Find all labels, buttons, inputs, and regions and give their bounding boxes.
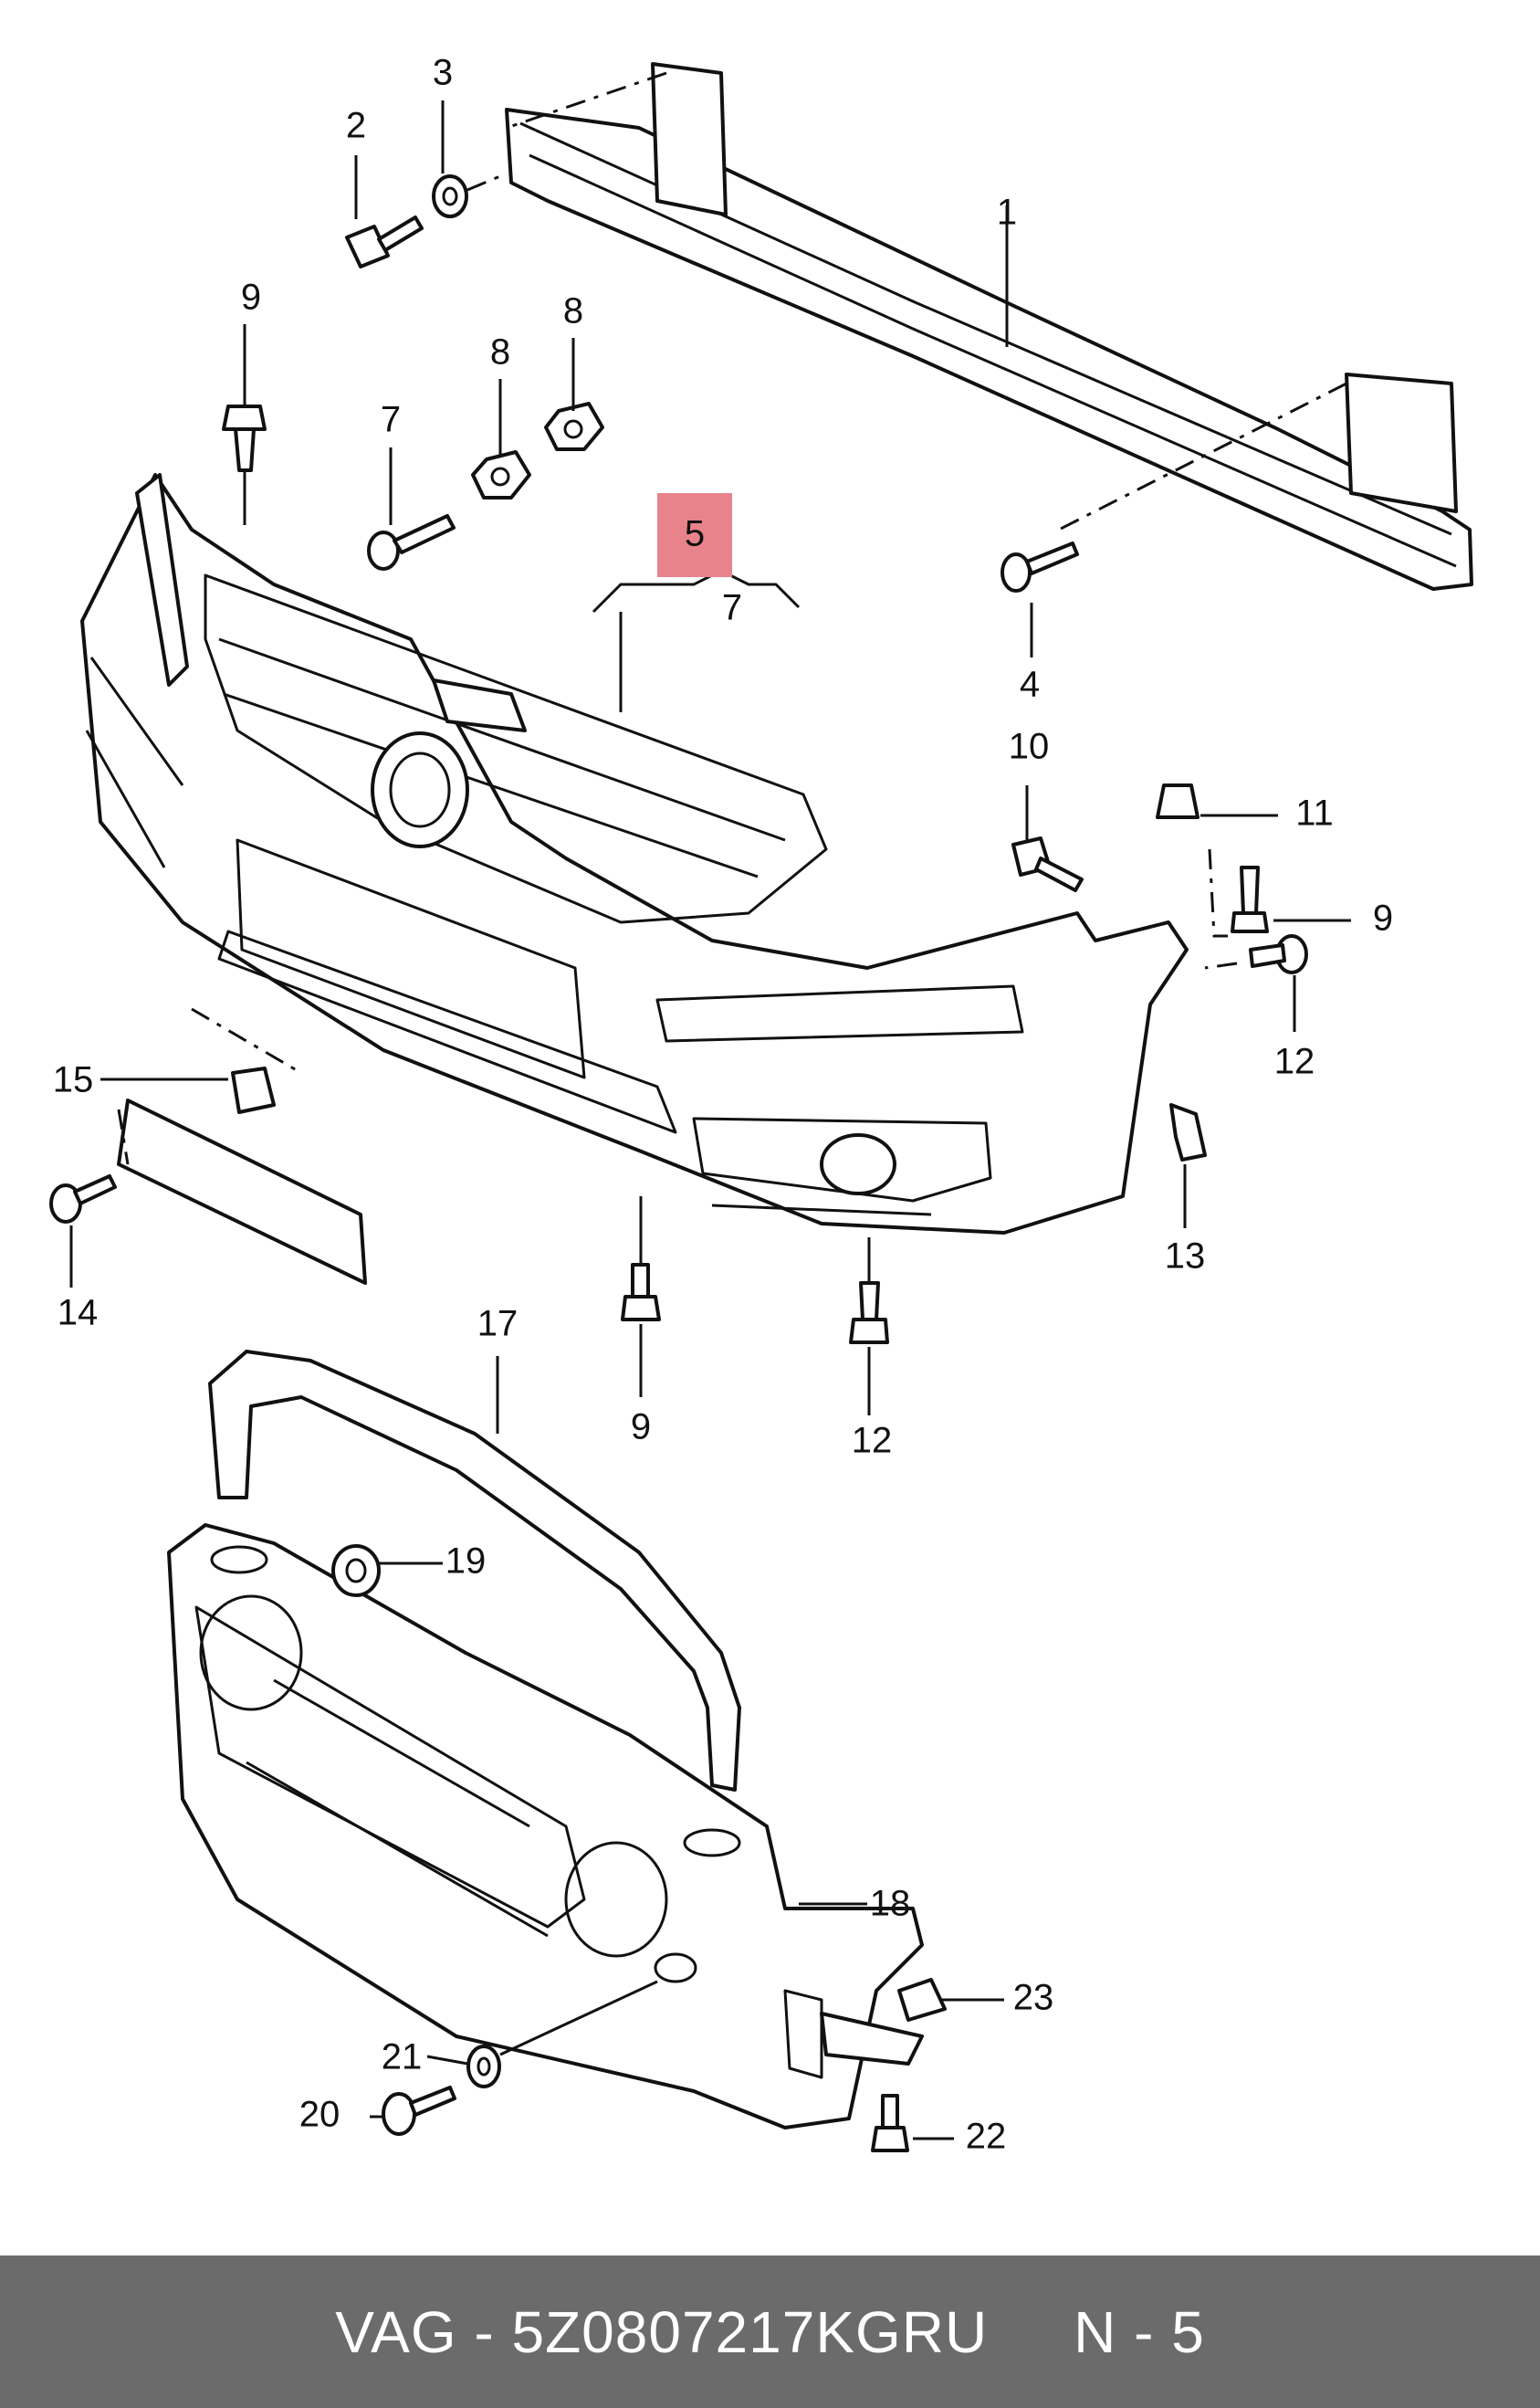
- washer-21: [466, 2045, 501, 2088]
- plate-holder-15: [117, 1007, 367, 1285]
- callout-21[interactable]: 21: [382, 2037, 423, 2077]
- footer-bar: VAG - 5Z0807217KGRU N - 5: [0, 2256, 1540, 2408]
- part-number-label: VAG - 5Z0807217KGRU N - 5: [335, 2298, 1205, 2365]
- screw-20: [382, 2086, 456, 2136]
- clip-13: [1169, 1103, 1207, 1162]
- screw-10: [1011, 836, 1084, 892]
- callout-22[interactable]: 22: [966, 2117, 1007, 2157]
- callout-7-bracket[interactable]: 7: [722, 588, 742, 628]
- callout-10[interactable]: 10: [1009, 727, 1050, 767]
- callout-20[interactable]: 20: [299, 2095, 340, 2135]
- bolt-4: [1000, 542, 1079, 593]
- callout-17[interactable]: 17: [477, 1304, 519, 1344]
- callout-8-left[interactable]: 8: [490, 332, 510, 373]
- callout-1[interactable]: 1: [997, 193, 1017, 233]
- callout-3[interactable]: 3: [433, 53, 453, 93]
- callout-12-right[interactable]: 12: [1274, 1042, 1315, 1082]
- callout-19[interactable]: 19: [445, 1541, 487, 1582]
- clip-23: [897, 1978, 947, 2022]
- screw-14: [49, 1174, 117, 1224]
- screw-12a: [1249, 934, 1308, 974]
- parts-diagram: 1 2 3 4 5 7 7 8 8 9 9 9 10 11 12 12 13 1…: [49, 53, 1473, 2157]
- screw-9a: [222, 405, 267, 472]
- callout-8-right[interactable]: 8: [563, 291, 583, 331]
- trim-strip-17: [208, 1350, 741, 1792]
- leader-lines: [69, 100, 1351, 2140]
- callout-9-right[interactable]: 9: [1373, 899, 1393, 939]
- bumper-reinforcement: [505, 62, 1473, 591]
- screw-9b: [1231, 866, 1269, 933]
- callout-labels: 1 2 3 4 5 7 7 8 8 9 9 9 10 11 12 12 13 1…: [53, 53, 1393, 2157]
- callout-9-bottom[interactable]: 9: [631, 1407, 651, 1447]
- callout-9-top[interactable]: 9: [241, 278, 261, 318]
- screw-22: [871, 2094, 909, 2152]
- clip-11: [1156, 783, 1200, 819]
- bumper-cover: [80, 473, 1189, 1235]
- nut-19: [331, 1544, 381, 1597]
- callout-11[interactable]: 11: [1295, 794, 1334, 834]
- callout-4[interactable]: 4: [1020, 665, 1040, 705]
- screw-12b: [849, 1281, 889, 1344]
- highlight-box: [657, 493, 732, 577]
- screw-9c: [621, 1263, 661, 1321]
- callout-14[interactable]: 14: [58, 1293, 99, 1333]
- lower-panel-18: [167, 1523, 924, 2129]
- bolt-2: [345, 216, 424, 268]
- callout-7-bolt[interactable]: 7: [381, 400, 401, 440]
- callout-12-bottom[interactable]: 12: [852, 1421, 893, 1461]
- callout-18[interactable]: 18: [870, 1884, 911, 1924]
- callout-13[interactable]: 13: [1165, 1236, 1206, 1277]
- callout-23[interactable]: 23: [1013, 1978, 1054, 2018]
- nut-8a: [471, 450, 531, 499]
- callout-2[interactable]: 2: [346, 106, 366, 146]
- washer-3: [432, 174, 468, 218]
- callout-15[interactable]: 15: [53, 1060, 94, 1100]
- bolt-7: [367, 514, 456, 571]
- nut-8b: [544, 402, 604, 451]
- callout-5[interactable]: 5: [685, 514, 705, 554]
